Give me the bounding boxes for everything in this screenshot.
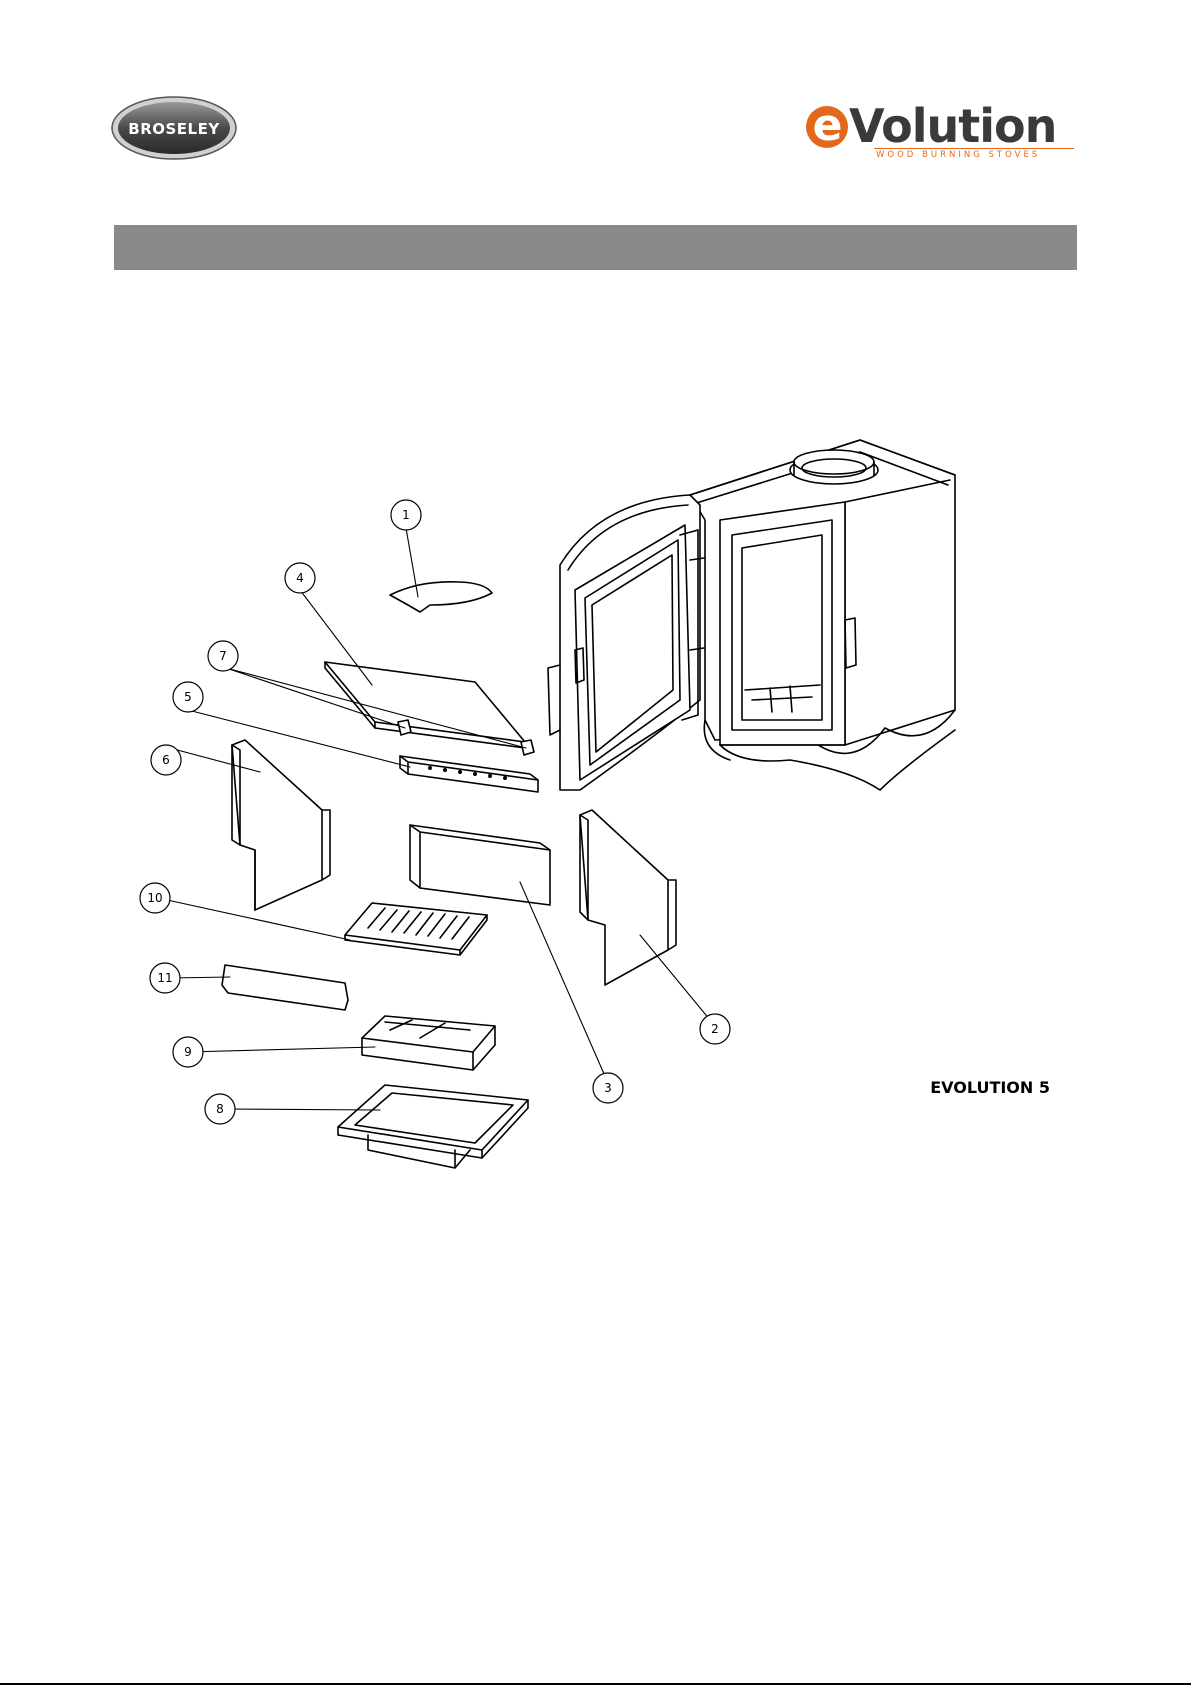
callout-11: 11 [157, 971, 172, 985]
broseley-logo-text: BROSELEY [128, 120, 220, 138]
part-11-front-strip [222, 965, 348, 1010]
exploded-parts-diagram: 1 2 3 4 5 6 7 8 9 10 11 [0, 420, 1191, 1180]
model-name-label: EVOLUTION 5 [900, 1078, 1050, 1097]
part-10-grate [345, 903, 487, 955]
part-1-deflector [390, 582, 492, 612]
evolution-logo-rule [874, 148, 1074, 149]
broseley-badge-logo: BROSELEY [110, 95, 238, 161]
callout-4: 4 [296, 571, 304, 585]
stove-body [690, 440, 955, 790]
callout-5: 5 [184, 690, 192, 704]
part-3-back-brick [410, 825, 550, 905]
callout-3: 3 [604, 1081, 612, 1095]
part-8-ash-tray [338, 1085, 528, 1168]
callout-6: 6 [162, 753, 170, 767]
callout-1: 1 [402, 508, 410, 522]
callout-7: 7 [219, 649, 227, 663]
callout-2: 2 [711, 1022, 719, 1036]
part-6-left-brick [232, 740, 330, 910]
callout-8: 8 [216, 1102, 224, 1116]
part-9-ash-pan [362, 1016, 495, 1070]
callout-9: 9 [184, 1045, 192, 1059]
evolution-tagline: WOOD BURNING STOVES [876, 150, 1040, 160]
part-2-right-brick [580, 810, 676, 985]
part-4-baffle-board [325, 662, 525, 748]
section-header-bar [114, 225, 1077, 270]
evolution-logo-text: Volution [849, 99, 1056, 153]
evolution-e-mark: e [806, 106, 848, 148]
callout-10: 10 [147, 891, 162, 905]
broseley-logo: BROSELEY [110, 95, 238, 161]
stove-door [548, 495, 704, 790]
part-5-front-rail [400, 756, 538, 792]
